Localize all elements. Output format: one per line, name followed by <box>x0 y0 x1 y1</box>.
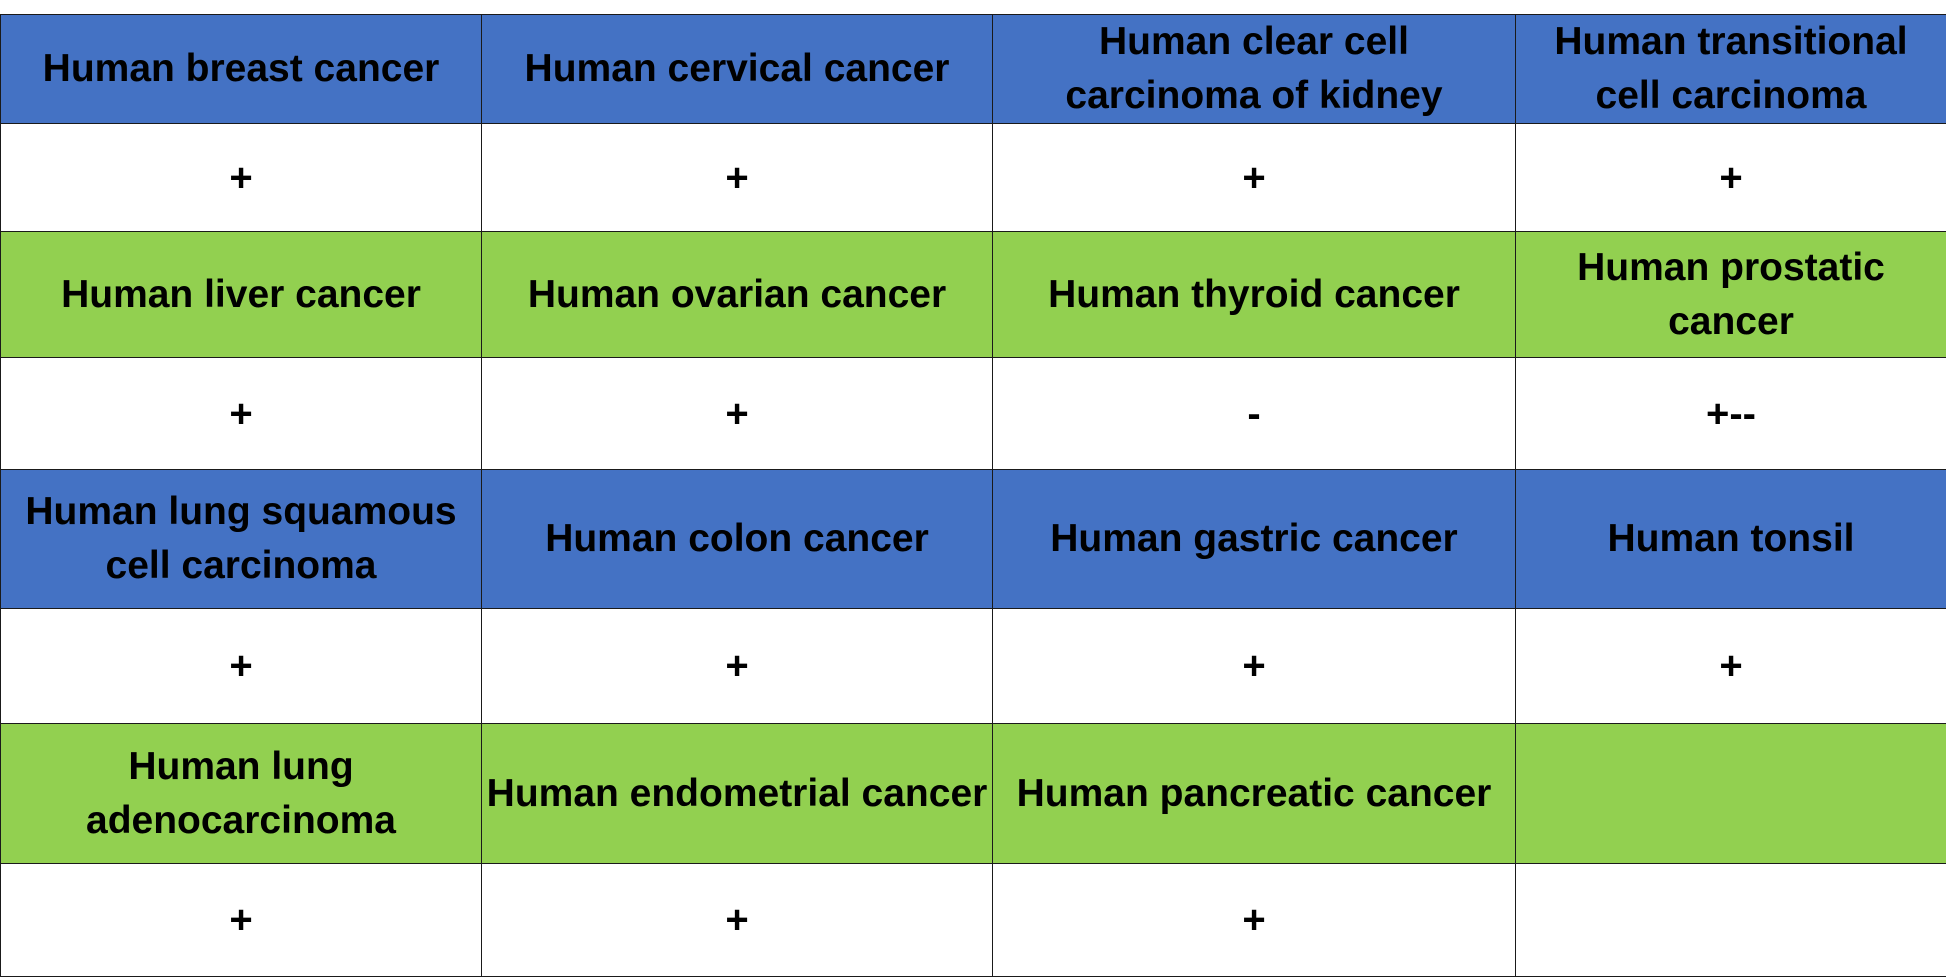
tissue-name-cell <box>1515 723 1946 864</box>
results-table-container: Human breast cancer Human cervical cance… <box>0 14 1946 977</box>
result-value-row: + + + + <box>0 123 1946 232</box>
tissue-label-row: Human breast cancer Human cervical cance… <box>0 14 1946 124</box>
tissue-name-cell: Human tonsil <box>1515 469 1946 609</box>
result-value-cell <box>1515 863 1946 977</box>
result-value-cell: + <box>0 863 482 977</box>
cancer-tissue-results-table: Human breast cancer Human cervical cance… <box>0 14 1946 977</box>
result-value-cell: + <box>481 863 993 977</box>
tissue-name-cell: Human breast cancer <box>0 14 482 124</box>
result-value-row: + + + + <box>0 608 1946 724</box>
result-value-cell: + <box>992 123 1516 232</box>
tissue-name-cell: Human lung squamous cell carcinoma <box>0 469 482 609</box>
tissue-name-cell: Human prostatic cancer <box>1515 231 1946 358</box>
result-value-cell: + <box>0 608 482 724</box>
result-value-cell: + <box>0 357 482 470</box>
tissue-name-cell: Human liver cancer <box>0 231 482 358</box>
result-value-cell: + <box>1515 123 1946 232</box>
tissue-name-cell: Human gastric cancer <box>992 469 1516 609</box>
result-value-cell: + <box>481 608 993 724</box>
tissue-name-cell: Human ovarian cancer <box>481 231 993 358</box>
result-value-cell: + <box>0 123 482 232</box>
result-value-cell: + <box>992 863 1516 977</box>
result-value-cell: + <box>1515 608 1946 724</box>
tissue-name-cell: Human colon cancer <box>481 469 993 609</box>
tissue-name-cell: Human clear cell carcinoma of kidney <box>992 14 1516 124</box>
result-value-cell: + <box>481 123 993 232</box>
result-value-cell: + <box>992 608 1516 724</box>
tissue-name-cell: Human thyroid cancer <box>992 231 1516 358</box>
result-value-cell: + <box>481 357 993 470</box>
tissue-name-cell: Human transitional cell carcinoma <box>1515 14 1946 124</box>
result-value-cell: - <box>992 357 1516 470</box>
tissue-label-row: Human lung squamous cell carcinoma Human… <box>0 469 1946 609</box>
tissue-label-row: Human liver cancer Human ovarian cancer … <box>0 231 1946 358</box>
result-value-row: + + + <box>0 863 1946 977</box>
tissue-name-cell: Human lung adenocarcinoma <box>0 723 482 864</box>
tissue-name-cell: Human pancreatic cancer <box>992 723 1516 864</box>
result-value-row: + + - +-- <box>0 357 1946 470</box>
tissue-name-cell: Human cervical cancer <box>481 14 993 124</box>
tissue-label-row: Human lung adenocarcinoma Human endometr… <box>0 723 1946 864</box>
tissue-name-cell: Human endometrial cancer <box>481 723 993 864</box>
result-value-cell: +-- <box>1515 357 1946 470</box>
